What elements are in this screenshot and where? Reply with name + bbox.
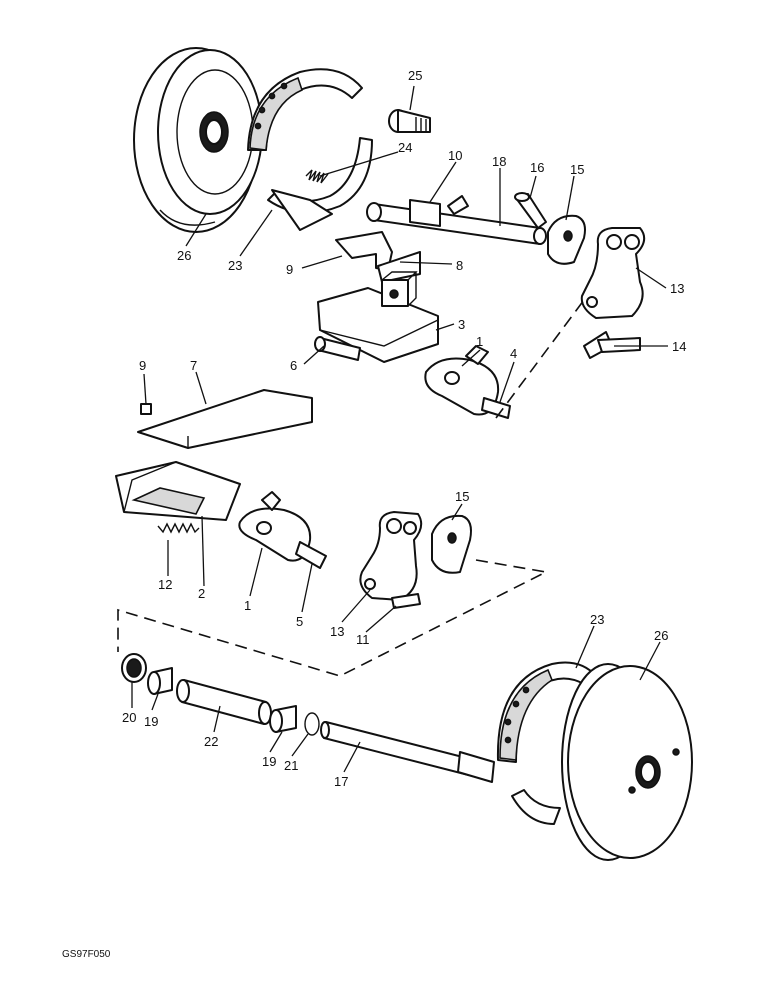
shaft-17 bbox=[320, 721, 495, 783]
callout-10: 10 bbox=[448, 148, 462, 163]
callout-11: 11 bbox=[356, 632, 370, 647]
callout-8: 8 bbox=[456, 258, 463, 273]
lever-13-upper bbox=[580, 227, 646, 319]
callout-20: 20 bbox=[122, 710, 136, 725]
ring-21 bbox=[304, 712, 320, 736]
callout-1-upper: 1 bbox=[476, 334, 483, 349]
seal-20 bbox=[121, 653, 147, 683]
callout-19-right: 19 bbox=[262, 754, 276, 769]
callout-23-upper: 23 bbox=[228, 258, 242, 273]
screw-5 bbox=[295, 541, 327, 569]
leader-lines bbox=[131, 85, 668, 773]
brake-drum-upper bbox=[133, 47, 263, 233]
lever-13-lower bbox=[359, 511, 423, 601]
bushing-19-left bbox=[147, 667, 173, 695]
housing-3 bbox=[317, 271, 439, 363]
dashed-link-lines bbox=[117, 299, 585, 677]
callout-13-lower: 13 bbox=[330, 624, 344, 639]
bolt-25 bbox=[388, 109, 431, 133]
callout-6: 6 bbox=[290, 358, 297, 373]
callout-23-lower: 23 bbox=[590, 612, 604, 627]
callout-12: 12 bbox=[158, 577, 172, 592]
bracket-8 bbox=[335, 231, 421, 283]
brake-drum-lower bbox=[561, 663, 693, 861]
cam-block-15-upper bbox=[547, 214, 586, 265]
callout-15-lower: 15 bbox=[455, 489, 469, 504]
callout-21: 21 bbox=[284, 758, 298, 773]
callout-9-upper: 9 bbox=[286, 262, 293, 277]
callout-13-upper: 13 bbox=[670, 281, 684, 296]
bolt-11 bbox=[391, 593, 421, 609]
actuator-1-upper bbox=[424, 345, 500, 416]
callout-19-left: 19 bbox=[144, 714, 158, 729]
cover-plate-7 bbox=[137, 389, 313, 449]
callout-22: 22 bbox=[204, 734, 218, 749]
callout-4: 4 bbox=[510, 346, 517, 361]
bolt-9-left bbox=[140, 403, 152, 415]
actuator-1-lower bbox=[238, 491, 312, 562]
bracket-2 bbox=[115, 461, 241, 521]
callout-26-lower: 26 bbox=[654, 628, 668, 643]
bushing-19-right bbox=[269, 705, 297, 733]
cross-shaft-18 bbox=[366, 195, 547, 245]
callout-1-lower: 1 bbox=[244, 598, 251, 613]
callout-3: 3 bbox=[458, 317, 465, 332]
tube-22 bbox=[176, 679, 272, 725]
pin-16 bbox=[514, 192, 547, 229]
bolt-14 bbox=[583, 331, 641, 359]
callout-18: 18 bbox=[492, 154, 506, 169]
callout-15-upper: 15 bbox=[570, 162, 584, 177]
spring-24 bbox=[305, 169, 329, 184]
callout-2: 2 bbox=[198, 586, 205, 601]
callout-9-lower: 9 bbox=[139, 358, 146, 373]
screw-4 bbox=[481, 397, 511, 419]
callout-14: 14 bbox=[672, 339, 686, 354]
callout-25: 25 bbox=[408, 68, 422, 83]
callout-26-upper: 26 bbox=[177, 248, 191, 263]
figure-reference-code: GS97F050 bbox=[62, 949, 111, 960]
callout-labels: 26 23 25 24 10 18 16 15 13 9 8 3 6 1 4 1… bbox=[122, 68, 686, 789]
brake-shoes-upper bbox=[247, 68, 373, 231]
callout-16: 16 bbox=[530, 160, 544, 175]
callout-7: 7 bbox=[190, 358, 197, 373]
cam-block-15-lower bbox=[431, 514, 472, 574]
callout-24: 24 bbox=[398, 140, 412, 155]
callout-17: 17 bbox=[334, 774, 348, 789]
callout-5: 5 bbox=[296, 614, 303, 629]
spring-12 bbox=[157, 522, 200, 534]
